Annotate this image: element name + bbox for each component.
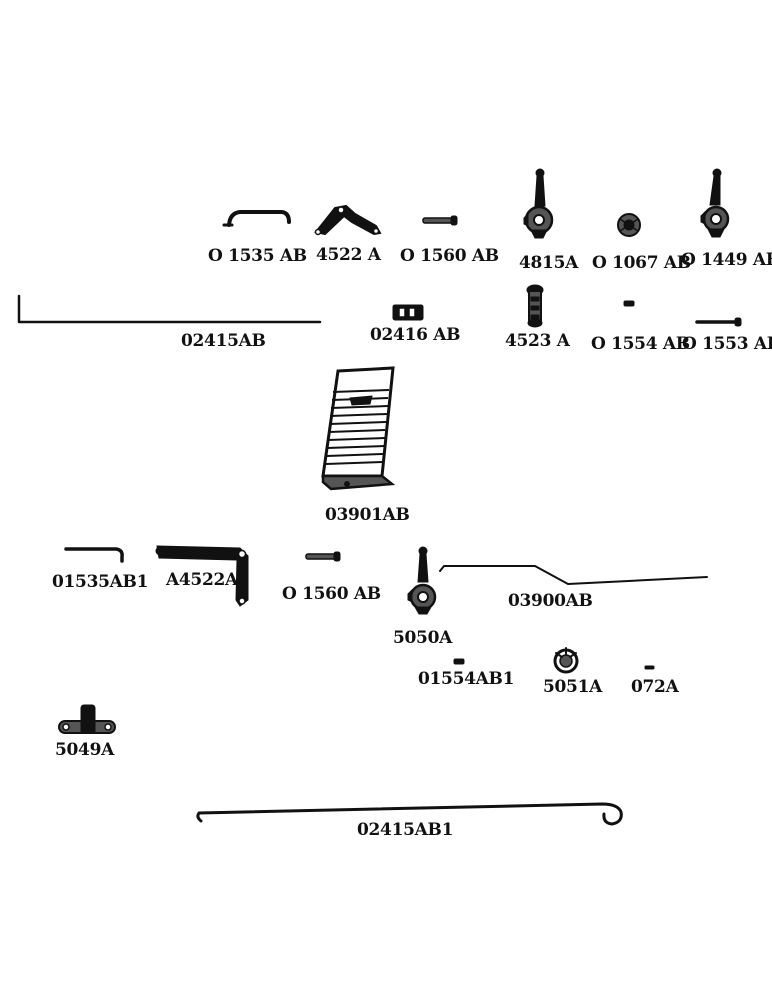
small-pin-icon — [453, 658, 465, 665]
spring-washer-icon — [553, 647, 579, 674]
bent-rod-icon — [222, 210, 291, 227]
part-label-p13: 01535AB1 — [52, 572, 148, 592]
block-icon — [392, 304, 424, 321]
part-label-p07: 02415AB — [181, 331, 266, 351]
l-arm-icon — [155, 545, 249, 607]
part-label-p05: O 1067 AB — [592, 253, 691, 273]
part-label-p10: O 1554 AB — [591, 334, 690, 354]
part-label-p21: 5049A — [55, 740, 115, 760]
part-label-p11: O 1553 AB — [682, 334, 772, 354]
short-pin-icon — [305, 551, 341, 562]
hook-rod-icon — [64, 547, 124, 563]
part-label-p06: O 1449 AB — [681, 250, 772, 270]
part-label-p02: 4522 A — [316, 245, 382, 265]
part-label-p08: 02416 AB — [370, 325, 460, 345]
part-label-p03: O 1560 AB — [400, 246, 499, 266]
part-label-p17: 03900AB — [508, 591, 593, 611]
shield-plate-icon — [321, 366, 396, 491]
crank-arm-icon — [523, 168, 554, 239]
short-pin-icon — [422, 215, 458, 226]
small-pin-icon — [644, 665, 655, 670]
round-nut-icon — [617, 213, 641, 237]
long-l-rod-icon — [17, 294, 322, 324]
part-label-p12: 03901AB — [325, 505, 410, 525]
bolt-icon — [526, 284, 544, 328]
crank-arm-icon — [700, 168, 730, 238]
cotter-pin-icon — [695, 317, 742, 327]
y-bracket-icon — [314, 204, 382, 236]
bent-long-rod-icon — [439, 565, 708, 585]
crank-arm-icon — [407, 546, 437, 615]
part-label-p04: 4815A — [519, 253, 579, 273]
part-label-p15: O 1560 AB — [282, 584, 381, 604]
part-label-p14: A4522A — [165, 570, 239, 590]
part-label-p16: 5050A — [393, 628, 453, 648]
part-label-p09: 4523 A — [505, 331, 571, 351]
part-label-p20: 072A — [631, 677, 680, 697]
part-label-p22: 02415AB1 — [357, 820, 453, 840]
part-label-p01: O 1535 AB — [208, 246, 307, 266]
part-label-p18: 01554AB1 — [418, 669, 514, 689]
long-hook-rod-icon — [196, 802, 623, 826]
clamp-icon — [58, 704, 116, 734]
small-pin-icon — [623, 300, 635, 307]
part-label-p19: 5051A — [543, 677, 603, 697]
